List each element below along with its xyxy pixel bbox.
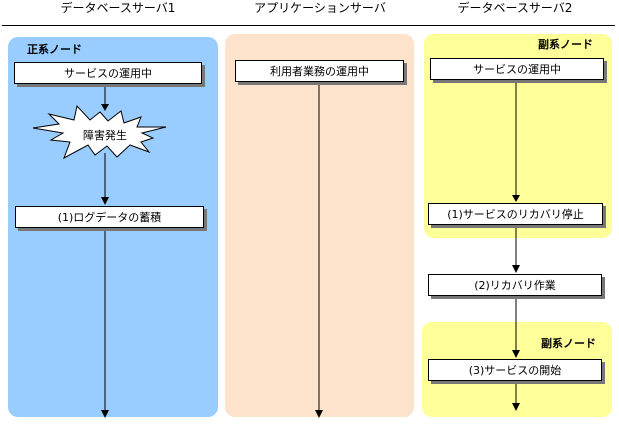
db1-arrowhead-3 (101, 410, 109, 418)
failure-label: 障害発生 (83, 129, 127, 142)
db2-service-running-box: サービスの運用中 (430, 58, 604, 80)
db1-arrowhead-2 (101, 197, 109, 205)
header-divider (2, 25, 615, 26)
db2-arrowhead-3 (512, 350, 520, 358)
secondary-node-label-top: 副系ノード (538, 38, 593, 51)
primary-node-label: 正系ノード (27, 43, 82, 56)
failure-burst-shape (32, 104, 167, 160)
app-arrowhead-1 (315, 410, 323, 418)
db1-service-running-box: サービスの運用中 (14, 62, 202, 84)
header-db-server-2: データベースサーバ2 (457, 1, 573, 15)
db2-recovery-stop-box: (1)サービスのリカバリ停止 (428, 203, 603, 225)
db2-service-start-box: (3)サービスの開始 (428, 359, 602, 381)
db2-arrowhead-1 (512, 195, 520, 202)
secondary-node-label-bottom: 副系ノード (541, 337, 596, 350)
header-app-server: アプリケーションサーバ (254, 1, 386, 15)
db2-arrowhead-2 (512, 265, 520, 273)
db1-arrowhead-1 (101, 104, 109, 111)
db2-recovery-work-box: (2)リカバリ作業 (428, 274, 602, 296)
header-db-server-1: データベースサーバ1 (60, 1, 176, 15)
db2-arrowhead-4 (512, 403, 520, 411)
db1-log-accumulation-box: (1)ログデータの蓄積 (15, 206, 204, 228)
app-business-running-box: 利用者業務の運用中 (235, 60, 404, 82)
